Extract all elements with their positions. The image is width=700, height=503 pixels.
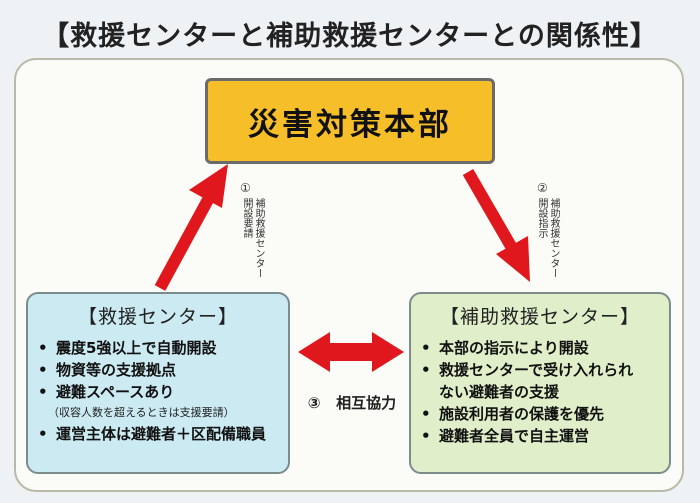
- instruction-number: ②: [537, 181, 548, 195]
- auxiliary-center-title: 【補助救援センター】: [439, 306, 640, 328]
- rescue-center-title: 【救援センター】: [77, 306, 238, 328]
- request-number: ①: [240, 181, 251, 195]
- list-item: 避難スペースあり: [38, 381, 288, 403]
- auxiliary-center-box: 【補助救援センター】 本部の指示により開設 救援センターで受け入れられ ない避難…: [409, 292, 671, 474]
- list-item: 物資等の支援拠点: [38, 359, 288, 381]
- list-item-continuation: ない避難者の支援: [439, 383, 560, 401]
- rescue-center-box: 【救援センター】 震度5強以上で自動開設 物資等の支援拠点 避難スペースあり （…: [26, 292, 290, 474]
- rescue-center-list: 震度5強以上で自動開設 物資等の支援拠点 避難スペースあり: [28, 337, 288, 403]
- request-label-line1: 補助救援センター: [253, 198, 264, 278]
- instruction-label-line2: 開設指示: [536, 198, 547, 238]
- list-item: 本部の指示により開設: [421, 337, 669, 359]
- page-title: 【救援センターと補助救援センターとの関係性】: [42, 21, 658, 52]
- instruction-label-line1: 補助救援センター: [548, 198, 559, 278]
- cooperation-label: ③ 相互協力: [292, 392, 412, 413]
- request-label-line2: 開設要請: [241, 198, 252, 238]
- rescue-center-note: （収容人数を超えるときは支援要請）: [48, 406, 235, 419]
- request-arrow: [154, 164, 228, 291]
- list-item: 避難者全員で自主運営: [421, 425, 669, 447]
- cooperation-text: 相互協力: [336, 394, 397, 412]
- instruction-label: 補助救援センター 開設指示: [535, 198, 559, 278]
- headquarters-label: 災害対策本部: [248, 106, 452, 143]
- instruction-arrow: [462, 168, 530, 282]
- list-item: 運営主体は避難者＋区配備職員: [38, 423, 288, 445]
- list-item: 震度5強以上で自動開設: [38, 337, 288, 359]
- headquarters-box: 災害対策本部: [205, 78, 495, 164]
- rescue-center-list-tail: 運営主体は避難者＋区配備職員: [28, 423, 288, 445]
- list-item: 施設利用者の保護を優先: [421, 403, 669, 425]
- cooperation-number: ③: [307, 394, 321, 412]
- list-item: 救援センターで受け入れられ: [421, 359, 669, 381]
- cooperation-arrow: [298, 332, 404, 372]
- auxiliary-center-list: 本部の指示により開設 救援センターで受け入れられ ない避難者の支援 施設利用者の…: [411, 337, 669, 447]
- request-label: 補助救援センター 開設要請: [240, 198, 264, 278]
